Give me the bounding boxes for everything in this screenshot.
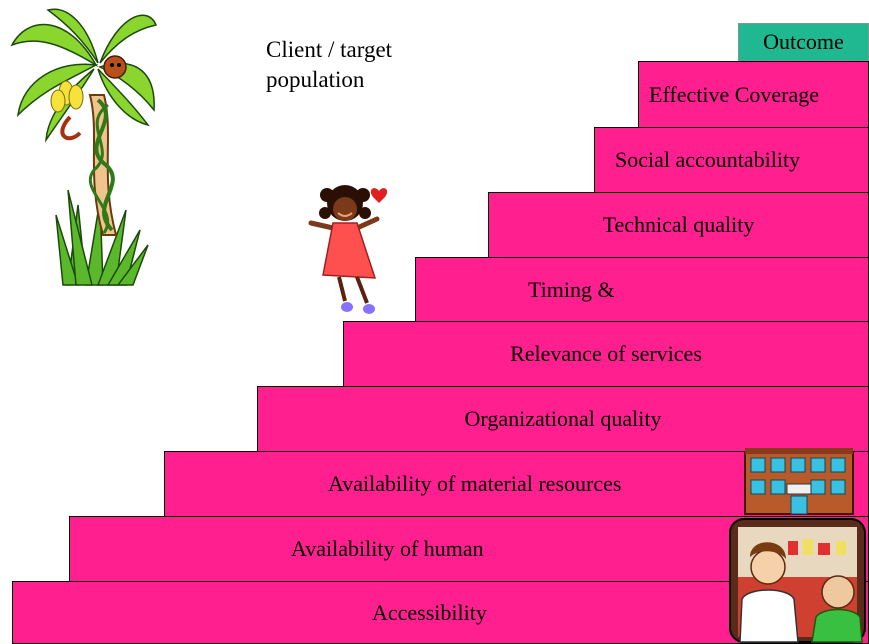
pharmacy-people-icon [729, 518, 866, 643]
palm-tree-monkey-icon [10, 8, 158, 286]
step-effective-coverage: Effective Coverage [638, 61, 869, 128]
step-technical-quality: Technical quality [488, 192, 869, 258]
step-social-accountability: Social accountability [594, 127, 869, 193]
step-relevance-of-services: Relevance of services [343, 321, 869, 387]
hospital-building-icon [744, 448, 854, 515]
outcome-badge: Outcome [738, 23, 869, 61]
client-target-population-label: Client / target population [266, 37, 393, 92]
girl-figure-icon [308, 185, 388, 314]
step-organizational-quality: Organizational quality [257, 386, 869, 452]
step-timing: Timing & [415, 257, 869, 322]
